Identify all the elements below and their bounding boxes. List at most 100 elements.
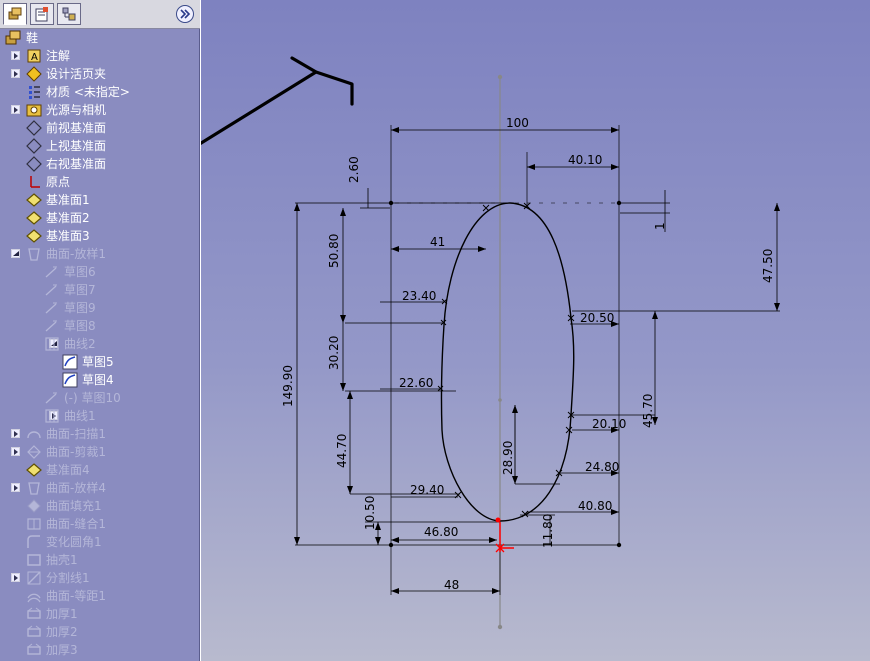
sketch-icon [45,266,57,278]
tree-item-label: 曲面-放样4 [46,481,106,495]
dimension-41[interactable]: 41 [430,235,445,249]
tree-item[interactable]: 分割线1 [0,569,200,587]
tree-root[interactable]: 鞋 [0,29,200,47]
annotation-arrow [201,56,354,145]
centerline-endpoint [497,74,503,80]
expand-icon[interactable] [11,573,20,582]
tree-item-label: 基准面2 [46,211,90,225]
dimension-47-50[interactable]: 47.50 [761,249,775,283]
tree-item-label: 曲线2 [64,337,96,351]
tree-item[interactable]: 曲线1 [0,407,200,425]
tree-item[interactable]: 光源与相机 [0,101,200,119]
tree-item[interactable]: 曲线2 [0,335,200,353]
origin-indicator [495,522,514,553]
tree-item-label: 曲面-剪裁1 [46,445,106,459]
tree-item[interactable]: 上视基准面 [0,137,200,155]
dimension-46-80[interactable]: 46.80 [424,525,458,539]
dimension-20-50[interactable]: 20.50 [580,311,614,325]
tree-item[interactable]: 基准面3 [0,227,200,245]
tree-root-label: 鞋 [26,31,39,45]
tree-item-label: 草图5 [82,355,114,369]
expand-icon[interactable] [11,51,20,60]
tab-feature-manager[interactable] [3,3,27,25]
graphics-area[interactable]: 100 40.10 2.60 1 47.50 50.80 41 23.40 20… [201,0,870,661]
tree-item[interactable]: 曲面-扫描1 [0,425,200,443]
dimension-100[interactable]: 100 [506,116,529,130]
dimension-30-20[interactable]: 30.20 [327,336,341,370]
tree-item[interactable]: 草图8 [0,317,200,335]
expand-icon[interactable] [11,105,20,114]
tree-item-label: 原点 [46,175,71,189]
tree-item[interactable]: 基准面1 [0,191,200,209]
tree-item[interactable]: 曲面填充1 [0,497,200,515]
tree-item[interactable]: 曲面-放样4 [0,479,200,497]
tab-property-manager[interactable] [30,3,54,25]
tree-item[interactable]: 抽壳1 [0,551,200,569]
collapse-icon[interactable] [11,249,20,258]
tree-item[interactable]: 原点 [0,173,200,191]
dimension-28-90[interactable]: 28.90 [501,441,515,475]
tree-item[interactable]: 加厚2 [0,623,200,641]
collapse-panel-button[interactable] [176,5,194,23]
tree-item[interactable]: 草图5 [0,353,200,371]
tree-item[interactable]: 变化圆角1 [0,533,200,551]
tree-item[interactable]: 曲面-剪裁1 [0,443,200,461]
tree-item[interactable]: 材质 <未指定> [0,83,200,101]
dimension-44-70[interactable]: 44.70 [335,434,349,468]
expand-icon[interactable] [11,447,20,456]
tree-item-label: 前视基准面 [46,121,107,135]
tree-item[interactable]: 草图6 [0,263,200,281]
plane-icon [26,120,42,136]
material-icon [29,86,40,99]
tree-item[interactable]: 曲面-等距1 [0,587,200,605]
tree-item[interactable]: 曲面-放样1 [0,245,200,263]
tree-item-label: 材质 <未指定> [46,85,130,99]
tree-item-label: 基准面1 [46,193,90,207]
tree-item[interactable]: 基准面2 [0,209,200,227]
dimension-10-50[interactable]: 10.50 [363,496,377,530]
tree-item[interactable]: 草图9 [0,299,200,317]
tree-item-label: 草图4 [82,373,114,387]
dimension-29-40[interactable]: 29.40 [410,483,444,497]
tree-item[interactable]: 设计活页夹 [0,65,200,83]
dimension-20-10[interactable]: 20.10 [592,417,626,431]
tree-item-label: 曲面-缝合1 [46,517,106,531]
dimension-1[interactable]: 1 [653,222,667,230]
tree-item[interactable]: 草图4 [0,371,200,389]
dimension-23-40[interactable]: 23.40 [402,289,436,303]
tree-item-label: 加厚2 [46,625,78,639]
tree-item[interactable]: 加厚3 [0,641,200,659]
dimension-40-10[interactable]: 40.10 [568,153,602,167]
tab-configuration-manager[interactable] [57,3,81,25]
tree-item[interactable]: 基准面4 [0,461,200,479]
expand-icon[interactable] [11,429,20,438]
tree-item[interactable]: (-) 草图10 [0,389,200,407]
expand-icon[interactable] [11,483,20,492]
dimension-50-80[interactable]: 50.80 [327,234,341,268]
tree-item[interactable]: 右视基准面 [0,155,200,173]
dimension-24-80[interactable]: 24.80 [585,460,619,474]
sketch-icon [45,302,57,314]
surface-trim-icon [27,445,41,459]
shell-icon [27,554,41,566]
tree-item[interactable]: 曲面-缝合1 [0,515,200,533]
tree-item-label: 加厚3 [46,643,78,657]
dimension-149-90[interactable]: 149.90 [281,365,295,407]
expand-icon[interactable] [11,69,20,78]
annotation-icon: A [27,49,41,63]
lights-camera-icon [26,104,42,117]
dimension-45-70[interactable]: 45.70 [641,394,655,428]
tree-item-label: 曲面-等距1 [46,589,106,603]
tree-item[interactable]: 加厚1 [0,605,200,623]
tree-item[interactable]: 前视基准面 [0,119,200,137]
tree-item[interactable]: 草图7 [0,281,200,299]
dimension-22-60[interactable]: 22.60 [399,376,433,390]
thicken-icon [27,625,41,637]
dimension-48[interactable]: 48 [444,578,459,592]
dimension-11-80[interactable]: 11.80 [541,514,555,548]
curve-point-markers [437,202,575,518]
dimension-40-80[interactable]: 40.80 [578,499,612,513]
dimension-2-60[interactable]: 2.60 [347,156,361,183]
tree-item-label: 加厚1 [46,607,78,621]
